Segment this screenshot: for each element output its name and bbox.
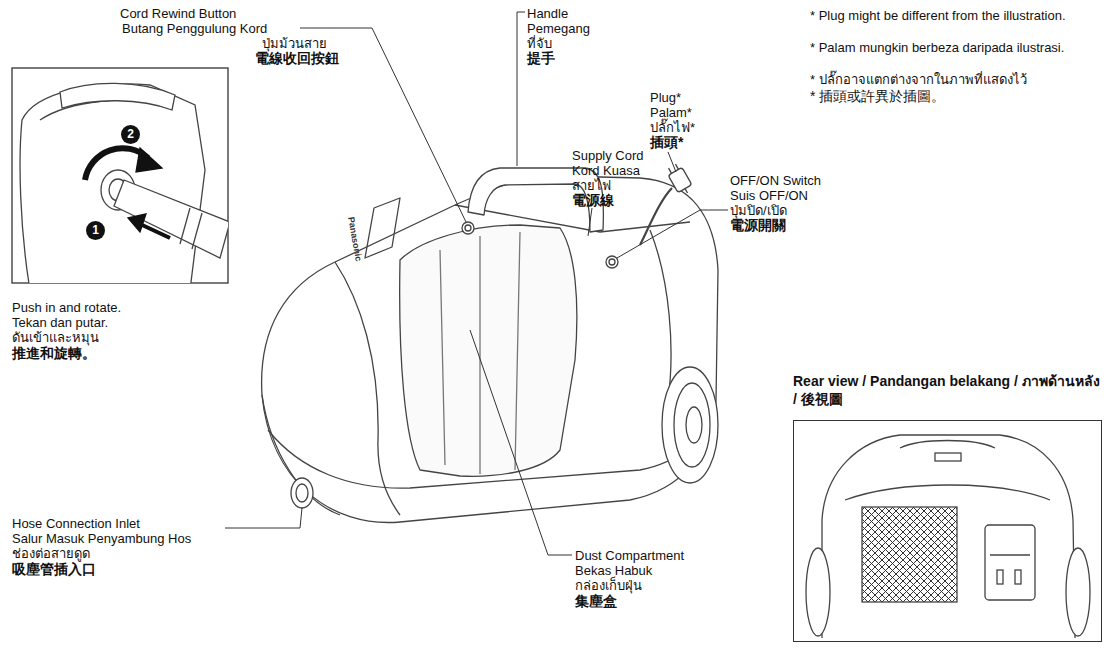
rear-top-curve bbox=[845, 485, 1050, 500]
note-text: * Plug might be different from the illus… bbox=[810, 8, 1082, 23]
note-text: * Palam mungkin berbeza daripada ilustra… bbox=[810, 40, 1082, 55]
push-arrowhead bbox=[128, 214, 146, 232]
rear-compartment bbox=[985, 525, 1035, 600]
part-label: Cord Rewind Button bbox=[120, 6, 236, 21]
leader-line bbox=[617, 210, 728, 258]
leader-line bbox=[470, 330, 572, 555]
dust-compartment bbox=[400, 225, 577, 476]
plug-prong bbox=[669, 164, 691, 195]
view-panel: Rear view / Pandangan belakang / ภาพด้าน… bbox=[793, 372, 1102, 642]
leader-line bbox=[225, 508, 302, 528]
hose-inlet bbox=[291, 478, 313, 508]
leader-line bbox=[668, 152, 676, 172]
body-nose-line bbox=[262, 395, 340, 515]
plug-body bbox=[668, 167, 692, 192]
part-label: Bekas Habuk bbox=[575, 563, 652, 578]
leader-line bbox=[517, 12, 525, 166]
rear-wheel bbox=[1066, 548, 1090, 636]
body-side-groove bbox=[650, 230, 671, 400]
part-label: Supply Cord bbox=[572, 148, 644, 163]
rotate-arrowhead bbox=[136, 148, 162, 172]
part-label: Suis OFF/ON bbox=[730, 188, 808, 203]
exhaust-filter-grille bbox=[862, 507, 957, 602]
part-label: Salur Masuk Penyambung Hos bbox=[12, 531, 191, 546]
rear-body bbox=[822, 435, 1075, 638]
note-text: * 插頭或許異於插圖。 bbox=[810, 89, 1112, 104]
leader-line bbox=[588, 208, 592, 236]
rear-handle bbox=[900, 441, 995, 449]
part-label: 電源開關 bbox=[730, 218, 786, 233]
part-label: 電源線 bbox=[572, 193, 614, 208]
view-heading: Rear view / Pandangan belakang / ภาพด้าน… bbox=[793, 372, 1102, 408]
callout-circle: 2 bbox=[121, 125, 140, 144]
part-label: Plug* bbox=[650, 90, 681, 105]
part-label: Dust Compartment bbox=[575, 548, 684, 563]
plug bbox=[665, 162, 694, 197]
part-label: 吸塵管插入口 bbox=[12, 562, 96, 577]
power-switch-inner bbox=[609, 259, 615, 265]
leader-lines bbox=[225, 12, 728, 555]
rear-socket-pin bbox=[997, 570, 1003, 584]
callout-circle: 1 bbox=[86, 221, 105, 240]
part-label: ปลั๊กไฟ* bbox=[650, 120, 695, 135]
supply-cord bbox=[640, 188, 672, 245]
part-label: Butang Penggulung Kord bbox=[122, 21, 267, 36]
part-label: OFF/ON Switch bbox=[730, 173, 821, 188]
part-label: ปุ่มม้วนสาย bbox=[262, 36, 327, 51]
part-label: 電線收回按鈕 bbox=[255, 51, 339, 66]
callout-number: 2 bbox=[121, 125, 140, 144]
body-front-panel bbox=[335, 262, 400, 515]
part-label: Tekan dan putar. bbox=[12, 315, 108, 330]
part-label: Handle bbox=[527, 6, 568, 21]
part-label: 推進和旋轉。 bbox=[12, 346, 96, 361]
cord-rewind-button bbox=[462, 222, 474, 234]
part-label: ดันเข้าและหมุน bbox=[12, 330, 99, 345]
push-arrow bbox=[140, 224, 170, 238]
part-label: Pemegang bbox=[527, 21, 590, 36]
rear-socket-pin bbox=[1015, 570, 1021, 584]
hose-inlet-inner bbox=[296, 484, 308, 502]
part-label: 集塵盒 bbox=[575, 594, 617, 609]
wheel-rim bbox=[674, 383, 710, 467]
rear-handle-slot bbox=[935, 453, 961, 461]
rear-compartment-line bbox=[990, 554, 1030, 555]
view-frame bbox=[793, 420, 1102, 642]
body-shell bbox=[262, 176, 718, 523]
logo-plate bbox=[365, 198, 400, 258]
part-label: Kord Kuasa bbox=[572, 163, 640, 178]
part-label: 插頭* bbox=[650, 135, 683, 150]
inset-hose-end bbox=[114, 180, 228, 258]
dust-compartment-rib bbox=[440, 232, 520, 474]
callout-number: 1 bbox=[86, 221, 105, 240]
part-label: ที่จับ bbox=[527, 36, 552, 51]
note-text: * ปลั๊กอาจแตกต่างจากในภาพที่แสดงไว้ bbox=[810, 72, 1112, 87]
vacuum-body bbox=[262, 162, 718, 522]
wheel-hub bbox=[686, 407, 702, 443]
inset-hose-ring bbox=[180, 208, 202, 249]
rear-view-illustration bbox=[806, 435, 1090, 638]
rear-wheel bbox=[806, 548, 830, 636]
part-label: กล่องเก็บฝุ่น bbox=[575, 578, 642, 593]
inset-top-button bbox=[60, 83, 175, 110]
cord-rewind-button-inner bbox=[465, 225, 471, 231]
power-switch bbox=[606, 256, 618, 268]
part-label: ช่องต่อสายดูด bbox=[12, 546, 90, 561]
part-label: Hose Connection Inlet bbox=[12, 516, 140, 531]
part-label: สายไฟ bbox=[572, 178, 611, 193]
wheel bbox=[662, 367, 718, 483]
inset-illustration bbox=[20, 83, 228, 283]
part-label: Palam* bbox=[650, 105, 692, 120]
inset-body bbox=[20, 84, 205, 283]
part-label: Push in and rotate. bbox=[12, 300, 121, 315]
part-label: ปุ่มปิด/เปิด bbox=[730, 203, 787, 218]
part-label: 提手 bbox=[527, 51, 555, 66]
